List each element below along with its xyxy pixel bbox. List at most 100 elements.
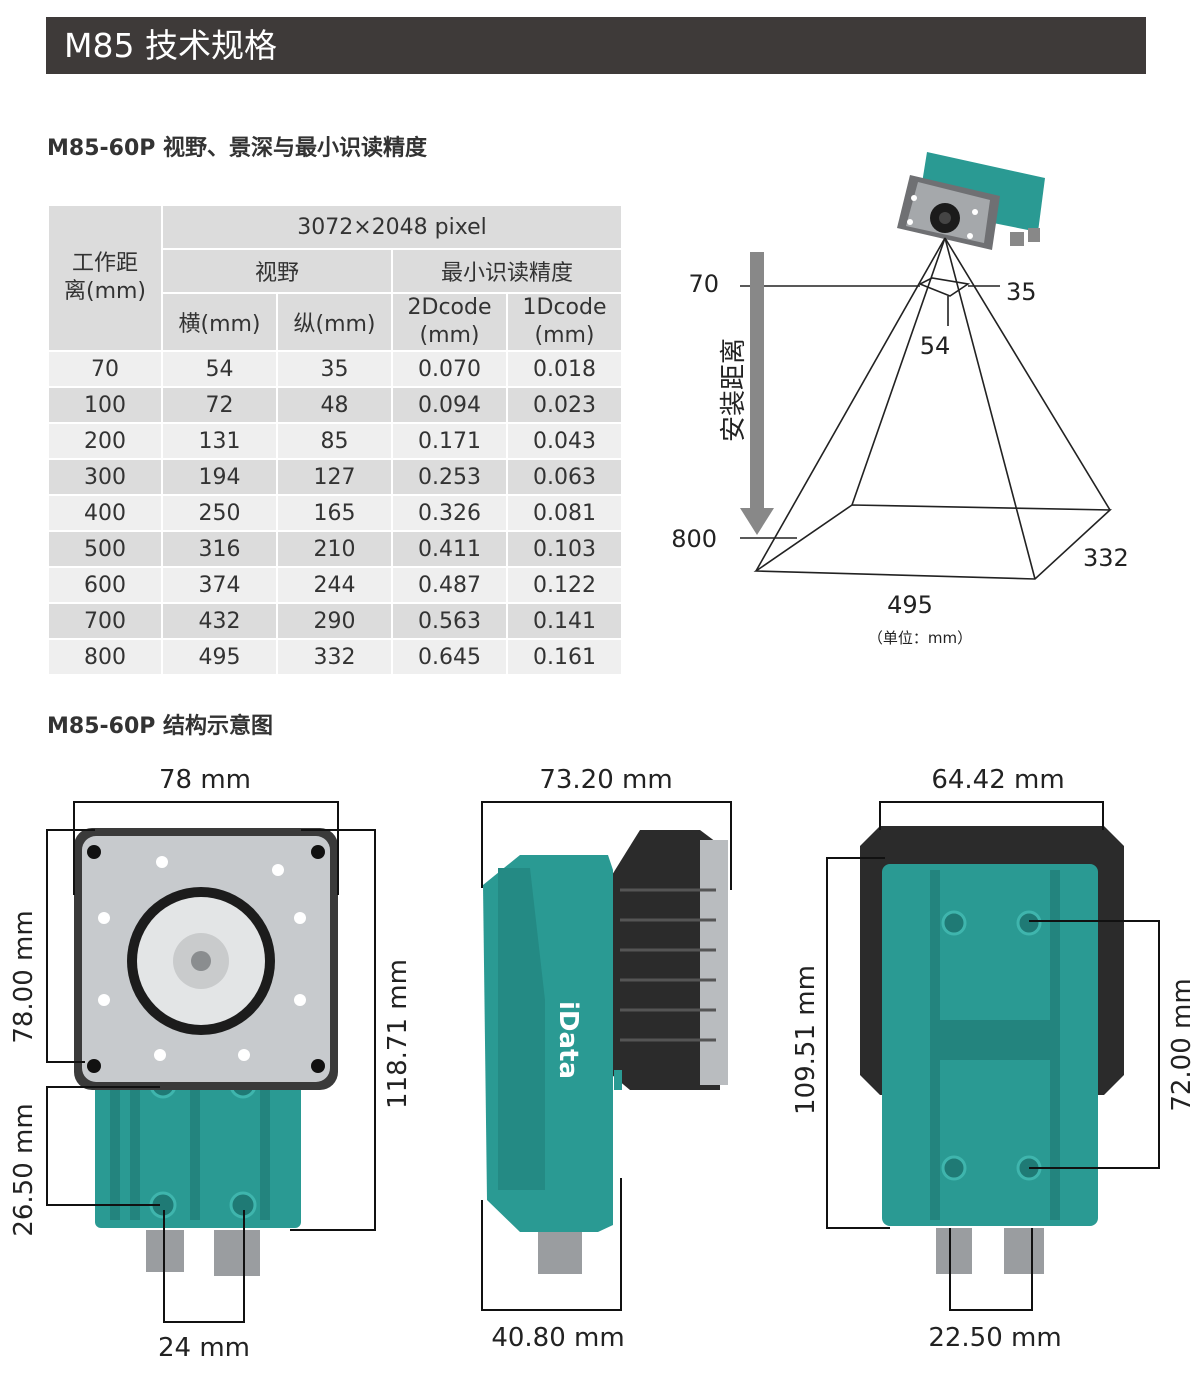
back-height-label: 109.51 mm: [791, 965, 821, 1115]
fov-diagram: 70 800 35 54 332 495 （单位：mm） 安装距离: [671, 152, 1129, 647]
cell-distance: 100: [84, 392, 126, 418]
front-hole-vertical-label: 26.50 mm: [9, 1103, 39, 1236]
back-dimension-lines: [826, 801, 1160, 1311]
front-view: 78 mm 78.00 mm 118.71 mm 26.50 mm 24 mm: [9, 765, 413, 1363]
side-dimension-lines: [481, 801, 732, 1311]
cell-1d: 0.122: [533, 572, 596, 598]
cell-distance: 600: [84, 572, 126, 598]
table-row: 300 194 127 0.253 0.063: [49, 460, 621, 494]
cell-vertical: 85: [320, 428, 349, 454]
far-width-label: 495: [887, 591, 933, 619]
brand-logo: iData: [553, 1001, 583, 1079]
cell-2d: 0.094: [418, 392, 481, 418]
cell-1d: 0.018: [533, 356, 596, 382]
near-distance-label: 70: [688, 270, 719, 298]
cell-horizontal: 72: [205, 392, 234, 418]
side-camera-illustration: [483, 830, 728, 1274]
near-height-label: 35: [1006, 278, 1037, 306]
unit-note: （单位：mm）: [868, 629, 972, 647]
front-width-label: 78 mm: [159, 765, 251, 795]
cell-vertical: 210: [313, 536, 356, 562]
cell-vertical: 48: [320, 392, 349, 418]
cell-1d: 0.063: [533, 464, 596, 490]
cell-vertical: 244: [313, 572, 356, 598]
cell-1d: 0.141: [533, 608, 596, 634]
side-bottom-label: 40.80 mm: [491, 1323, 624, 1353]
back-view: 64.42 mm 109.51 mm 72.00 mm 22.50 mm: [791, 765, 1197, 1353]
fov-section-title: M85-60P 视野、景深与最小识读精度: [47, 136, 428, 161]
near-width-label: 54: [920, 332, 951, 360]
fov-pyramid: [740, 237, 1113, 580]
cell-distance: 800: [84, 644, 126, 670]
table-row: 400 250 165 0.326 0.081: [49, 496, 621, 530]
page-title: M85 技术规格: [64, 26, 277, 65]
camera-top-icon: [897, 152, 1045, 250]
resolution-header: 3072×2048 pixel: [163, 206, 621, 248]
side-depth-label: 73.20 mm: [539, 765, 672, 795]
far-height-label: 332: [1083, 544, 1129, 572]
cell-1d: 0.103: [533, 536, 596, 562]
front-dimension-lines: [46, 801, 376, 1323]
cell-distance: 700: [84, 608, 126, 634]
cell-vertical: 127: [313, 464, 356, 490]
cell-2d: 0.326: [418, 500, 481, 526]
front-hole-horizontal-label: 24 mm: [158, 1333, 250, 1363]
page-title-banner: M85 技术规格: [46, 17, 1146, 74]
cell-2d: 0.070: [418, 356, 481, 382]
table-row: 70 54 35 0.070 0.018: [49, 352, 621, 386]
install-distance-label: 安装距离: [719, 338, 749, 442]
cell-horizontal: 495: [198, 644, 241, 670]
cell-horizontal: 194: [198, 464, 241, 490]
structure-section-title: M85-60P 结构示意图: [47, 714, 274, 739]
code2d-header: 2Dcode (mm): [393, 294, 506, 350]
install-distance-arrow: [740, 252, 774, 535]
table-row: 700 432 290 0.563 0.141: [49, 604, 621, 638]
cell-distance: 200: [84, 428, 126, 454]
cell-1d: 0.081: [533, 500, 596, 526]
back-camera-illustration: [860, 826, 1124, 1274]
fov-header: 视野: [163, 250, 391, 292]
front-body-height-label: 78.00 mm: [9, 910, 39, 1043]
back-hole-horizontal-label: 22.50 mm: [928, 1323, 1061, 1353]
cell-2d: 0.487: [418, 572, 481, 598]
cell-2d: 0.645: [418, 644, 481, 670]
precision-header: 最小识读精度: [393, 250, 621, 292]
table-row: 800 495 332 0.645 0.161: [49, 640, 621, 674]
table-row: 100 72 48 0.094 0.023: [49, 388, 621, 422]
vertical-header: 纵(mm): [278, 294, 391, 350]
cell-distance: 300: [84, 464, 126, 490]
cell-vertical: 290: [313, 608, 356, 634]
cell-vertical: 165: [313, 500, 356, 526]
table-row: 500 316 210 0.411 0.103: [49, 532, 621, 566]
distance-header: 工作距离(mm): [49, 206, 161, 350]
cell-distance: 70: [91, 356, 119, 382]
cell-vertical: 332: [313, 644, 356, 670]
front-total-height-label: 118.71 mm: [383, 959, 413, 1109]
far-distance-label: 800: [671, 525, 717, 553]
back-width-label: 64.42 mm: [931, 765, 1064, 795]
cell-2d: 0.253: [418, 464, 481, 490]
cell-distance: 500: [84, 536, 126, 562]
horizontal-header: 横(mm): [163, 294, 276, 350]
cell-horizontal: 250: [198, 500, 241, 526]
cell-vertical: 35: [320, 356, 349, 382]
cell-1d: 0.161: [533, 644, 596, 670]
spec-table: 工作距离(mm) 3072×2048 pixel 视野 最小识读精度 横(mm)…: [47, 204, 623, 676]
cell-horizontal: 54: [205, 356, 234, 382]
cell-1d: 0.023: [533, 392, 596, 418]
cell-horizontal: 374: [198, 572, 241, 598]
code1d-header: 1Dcode (mm): [508, 294, 621, 350]
cell-horizontal: 131: [198, 428, 241, 454]
back-hole-vertical-label: 72.00 mm: [1167, 978, 1197, 1111]
side-view: iData 73.20 mm 40.80 mm: [481, 765, 732, 1353]
cell-2d: 0.563: [418, 608, 481, 634]
cell-horizontal: 432: [198, 608, 241, 634]
cell-distance: 400: [84, 500, 126, 526]
front-camera-illustration: [74, 828, 338, 1276]
cell-2d: 0.411: [418, 536, 481, 562]
cell-horizontal: 316: [198, 536, 241, 562]
table-row: 600 374 244 0.487 0.122: [49, 568, 621, 602]
cell-2d: 0.171: [418, 428, 481, 454]
